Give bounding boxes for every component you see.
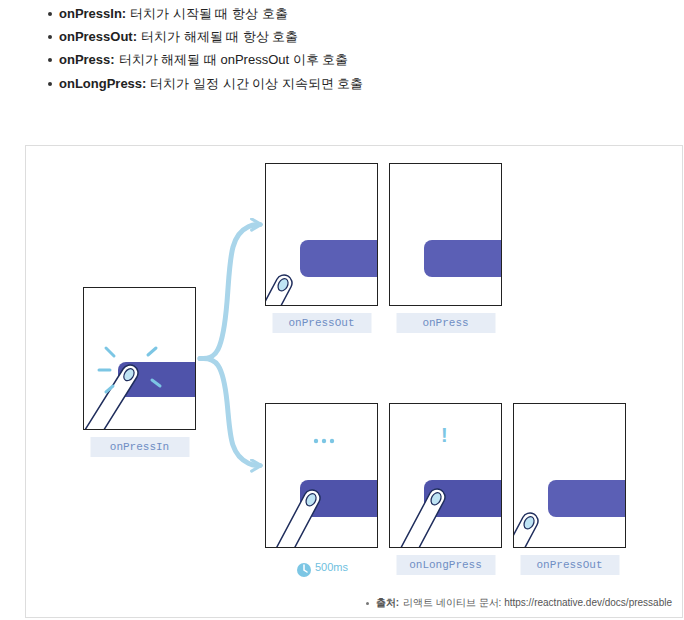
event-label: onPressOut <box>520 555 619 575</box>
clock-icon <box>297 563 311 577</box>
phone-frame: onPressIn <box>83 287 196 430</box>
term-description: 리액트 네이티브 문서: https://reactnative.dev/doc… <box>403 594 672 612</box>
bullet-dot <box>48 58 52 62</box>
text-row: onPressIn:터치가 시작될 때 항상 호출 <box>48 5 288 23</box>
event-label: onLongPress <box>396 555 495 575</box>
text-row: onPressOut:터치가 해제될 때 항상 호출 <box>48 28 298 46</box>
flow-arrow <box>200 225 260 359</box>
event-label: onPressOut <box>272 313 371 333</box>
long-press-scene <box>390 480 501 547</box>
bullet-dot <box>48 35 52 39</box>
bullet-dot <box>366 602 369 605</box>
text-row: onLongPress:터치가 일정 시간 이상 지속되면 호출 <box>48 75 363 93</box>
bullet-dot <box>48 82 52 86</box>
term-name: onPressIn: <box>59 5 126 23</box>
term-name: onLongPress: <box>59 75 146 93</box>
wait-scene <box>266 439 377 547</box>
flow-arrow <box>200 359 260 466</box>
panel-border <box>26 146 683 618</box>
text-row: onPress:터치가 해제될 때 onPressOut 이후 호출 <box>48 51 348 69</box>
phone-frame: 500ms <box>265 403 378 548</box>
phone-frame: onPressOut <box>513 403 626 548</box>
term-name: 출처: <box>376 594 399 612</box>
release-scene <box>514 480 625 547</box>
term-name: onPressOut: <box>59 28 137 46</box>
event-label: onPress <box>396 313 495 333</box>
phone-frame: onPressOut <box>265 163 378 306</box>
term-description: 터치가 일정 시간 이상 지속되면 호출 <box>150 75 363 93</box>
press-out-scene <box>266 240 377 305</box>
term-description: 터치가 해제될 때 항상 호출 <box>141 28 298 46</box>
phone-frame: onPress <box>389 163 502 306</box>
alert-mark: ! <box>441 424 448 447</box>
bullet-dot <box>48 12 52 16</box>
term-description: 터치가 시작될 때 항상 호출 <box>130 5 287 23</box>
duration-label: 500ms <box>315 561 348 573</box>
press-scene <box>424 240 501 277</box>
text-row: 출처:리액트 네이티브 문서: https://reactnative.dev/… <box>366 594 672 612</box>
press-sparkles <box>99 348 160 392</box>
event-label: onPressIn <box>90 437 189 457</box>
press-in-scene <box>84 362 195 429</box>
term-name: onPress: <box>59 51 115 69</box>
term-description: 터치가 해제될 때 onPressOut 이후 호출 <box>119 51 349 69</box>
